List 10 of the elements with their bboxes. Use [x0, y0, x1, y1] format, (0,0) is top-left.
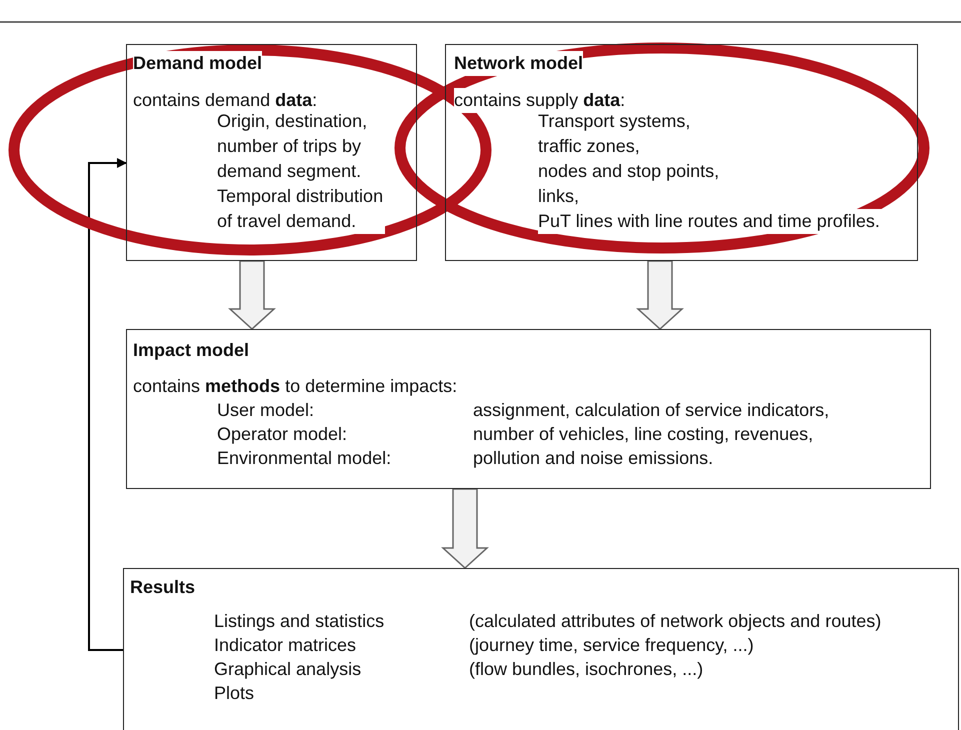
feedback-arrow	[88, 158, 127, 651]
list-item: Transport systems,	[538, 109, 690, 134]
body-text: contains supply data:	[454, 88, 626, 113]
block-arrow	[441, 488, 489, 570]
heading: Network model	[454, 51, 584, 76]
block-arrow	[636, 260, 684, 330]
model-box	[126, 329, 931, 489]
block-arrow	[228, 260, 276, 330]
model-box	[126, 44, 417, 261]
model-box	[123, 568, 959, 730]
